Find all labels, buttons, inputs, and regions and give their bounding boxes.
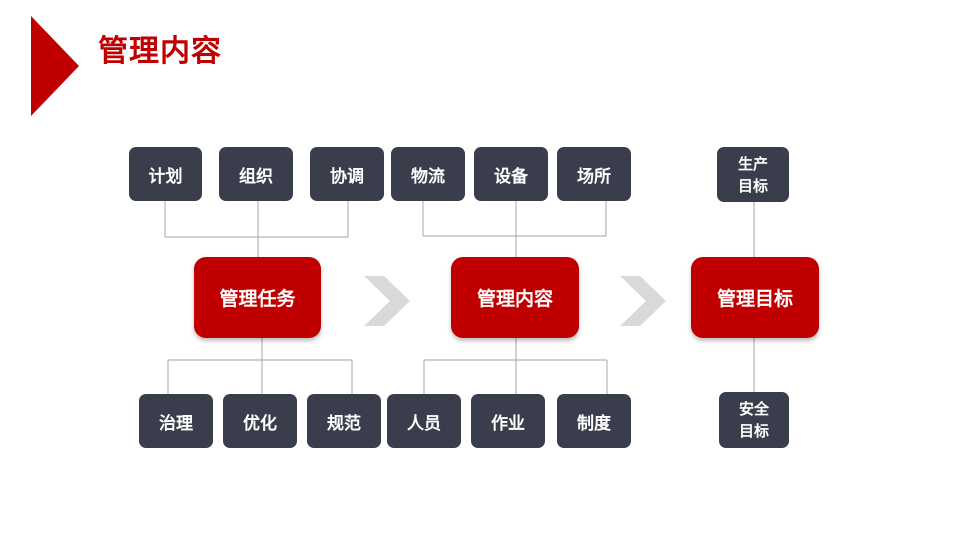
content-item-system: 制度: [557, 394, 631, 448]
task-item-govern: 治理: [139, 394, 213, 448]
task-item-coordinate: 协调: [310, 147, 384, 201]
goal-production-line2: 目标: [737, 176, 768, 195]
content-item-logistics: 物流: [391, 147, 465, 201]
goal-safety-line1: 安全: [738, 400, 769, 418]
goal-item-safety: 安全 目标: [719, 392, 789, 448]
task-item-plan: 计划: [129, 147, 202, 201]
task-item-optimize: 优化: [223, 394, 297, 448]
content-item-site: 场所: [557, 147, 631, 201]
content-item-equipment: 设备: [474, 147, 548, 201]
title-marker-icon: [31, 16, 79, 116]
goal-safety-line2: 目标: [738, 422, 769, 440]
chevron-right-icon: [364, 276, 410, 326]
content-item-operation: 作业: [471, 394, 545, 448]
chevron-right-icon: [620, 276, 666, 326]
goal-production-line1: 生产: [737, 154, 768, 173]
goal-item-production: 生产 目标: [717, 147, 789, 202]
main-box-tasks: 管理任务: [194, 257, 321, 338]
task-item-organize: 组织: [219, 147, 293, 201]
task-item-standardize: 规范: [307, 394, 381, 448]
content-item-personnel: 人员: [387, 394, 461, 448]
page-title: 管理内容: [98, 34, 222, 69]
main-box-content: 管理内容: [451, 257, 579, 338]
main-box-goals: 管理目标: [691, 257, 819, 338]
